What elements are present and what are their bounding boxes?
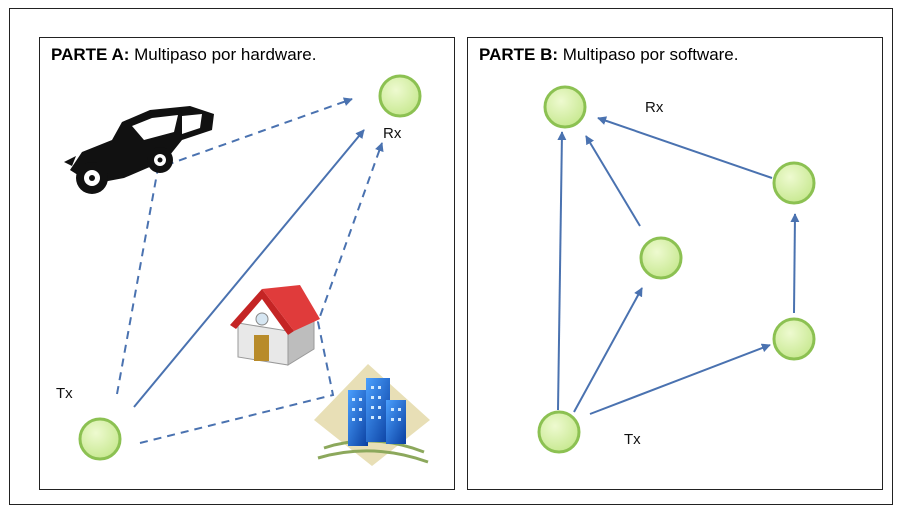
relay-node-lowright: [772, 317, 816, 361]
edge-tx-rx: [557, 131, 567, 411]
panel-b-nodes: [537, 85, 816, 454]
panel-b-edges: [557, 116, 800, 415]
rx-label-b: Rx: [645, 99, 664, 116]
reflected-path-building: [139, 142, 384, 444]
tx-label-a: Tx: [56, 385, 73, 402]
panel-a-title: PARTE A: Multipaso por hardware.: [51, 45, 316, 65]
rx-label-a: Rx: [383, 125, 402, 142]
edge-mid-rx: [585, 135, 641, 227]
panel-a-title-rest: Multipaso por hardware.: [129, 45, 317, 64]
panel-b-title-bold: PARTE B:: [479, 45, 559, 64]
house-icon: [230, 285, 320, 366]
panel-b-title: PARTE B: Multipaso por software.: [479, 45, 738, 65]
car-icon: [64, 106, 214, 194]
rx-node-a: [378, 74, 422, 118]
buildings-icon: [314, 364, 430, 466]
tx-node-b: [537, 410, 581, 454]
panel-a: PARTE A: Multipaso por hardware.: [39, 37, 455, 490]
relay-node-upright: [772, 161, 816, 205]
panel-b-title-rest: Multipaso por software.: [558, 45, 739, 64]
relay-node-mid: [639, 236, 683, 280]
tx-node-a: [78, 417, 122, 461]
tx-label-b: Tx: [624, 431, 641, 448]
edge-upright-rx: [597, 116, 773, 179]
direct-path-arrow: [133, 129, 365, 408]
edge-tx-lowright: [589, 343, 771, 415]
panel-a-title-bold: PARTE A:: [51, 45, 130, 64]
rx-node-b: [543, 85, 587, 129]
edge-tx-mid: [573, 287, 643, 413]
panel-a-nodes: [78, 74, 422, 461]
edge-lowright-upright: [790, 213, 800, 314]
